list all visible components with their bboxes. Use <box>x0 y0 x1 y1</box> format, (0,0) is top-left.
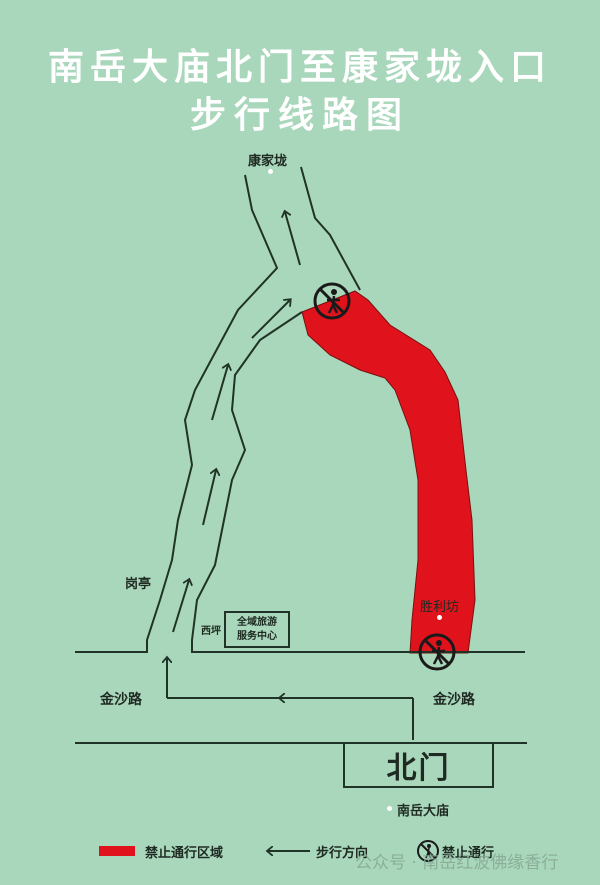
label-xiping: 西坪 <box>201 626 221 637</box>
legend-walking-direction: 步行方向 <box>316 840 368 862</box>
label-beimen: 北门 <box>386 751 451 786</box>
no-passage-icon-bottom <box>418 633 456 671</box>
label-jinshalu-right: 金沙路 <box>433 692 475 708</box>
shenglifang-dot <box>437 615 442 620</box>
label-jinshalu-left: 金沙路 <box>100 692 142 708</box>
legend-restricted-area: 禁止通行区域 <box>99 840 223 862</box>
label-shenglifang: 胜利坊 <box>420 600 460 615</box>
map-title-line2: 步行线路图 <box>189 94 410 136</box>
map-title-line1: 南岳大庙北门至康家垅入口 <box>47 46 552 88</box>
legend-walking-label: 步行方向 <box>316 845 369 861</box>
legend-no-passage: 禁止通行 <box>442 840 494 862</box>
label-kangjialong: 康家垅 <box>248 154 288 169</box>
restricted-swatch <box>99 846 135 856</box>
label-nanyuedamiao: 南岳大庙 <box>397 804 450 819</box>
service-center-box: 全域旅游 服务中心 <box>224 611 290 648</box>
watermark: 公众号 · 南岳红波佛缘香行 <box>355 853 559 873</box>
legend-no-passage-icon <box>417 840 439 862</box>
label-gangting: 岗亭 <box>125 577 152 592</box>
legend-no-passage-label: 禁止通行 <box>442 845 495 861</box>
service-center-line1: 全域旅游 <box>237 616 277 628</box>
path-right-edge <box>300 166 361 291</box>
path-left-edge <box>75 174 279 653</box>
service-center-line2: 服务中心 <box>237 630 277 642</box>
no-passage-icon-top <box>313 282 351 320</box>
beimen-box: 北门 <box>343 742 494 788</box>
nanyuedamiao-dot <box>387 806 392 811</box>
kangjialong-dot <box>268 169 273 174</box>
legend-restricted-label: 禁止通行区域 <box>145 845 224 861</box>
path-right-edge-lower <box>191 311 525 653</box>
